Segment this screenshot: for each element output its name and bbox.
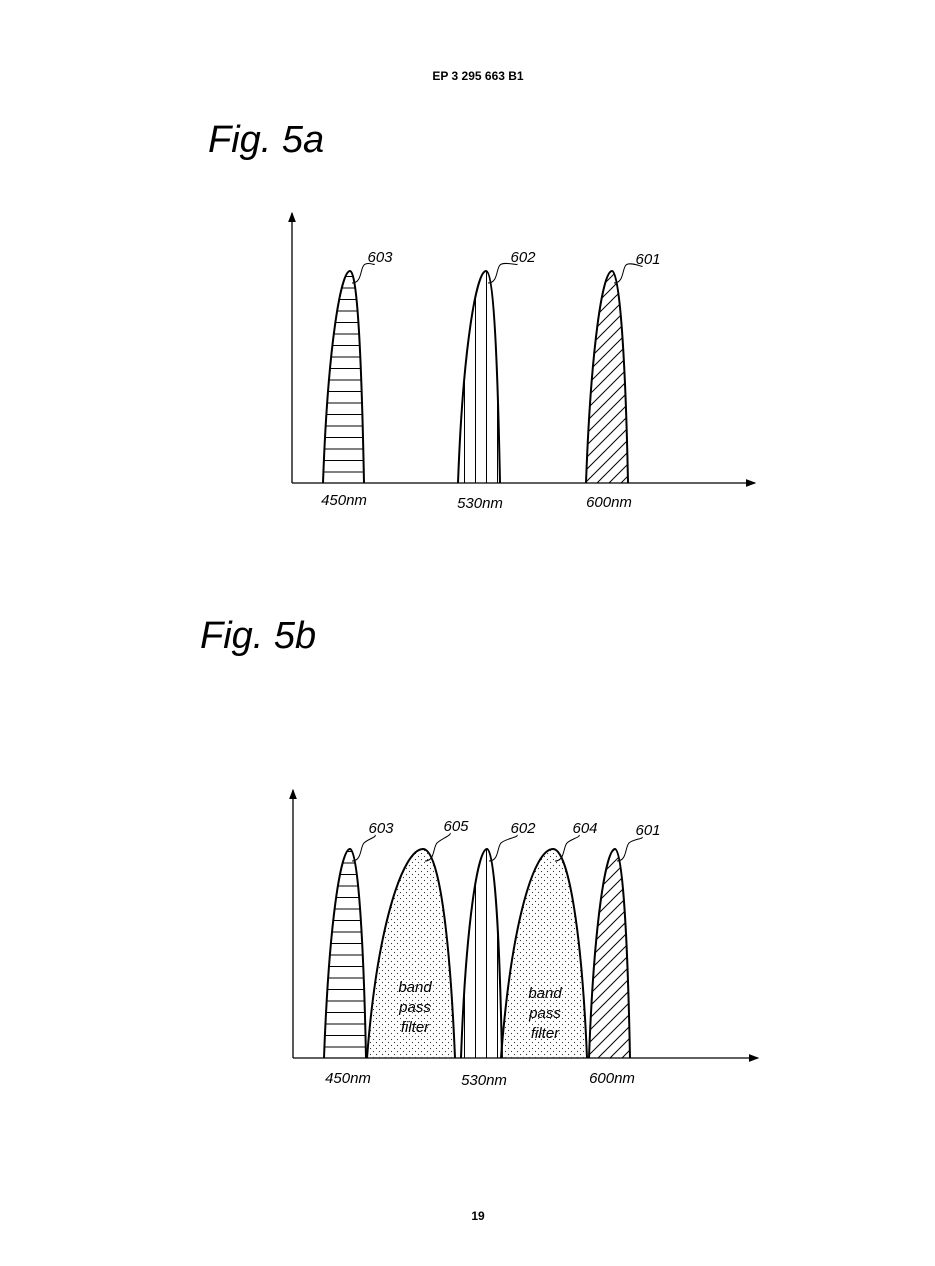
- fig-5b-title: Fig. 5b: [200, 615, 316, 657]
- peak-fill-604: [501, 849, 587, 1058]
- leader-line-601: [616, 836, 643, 862]
- wavelength-tick-600nm: 600nm: [589, 1070, 635, 1087]
- peak-curve-602: [457, 269, 501, 484]
- reference-numeral-602: 602: [510, 249, 536, 266]
- peak-curve-602: [460, 847, 503, 1059]
- wavelength-tick-450nm: 450nm: [321, 492, 367, 509]
- leader-line-605: [424, 832, 451, 862]
- reference-numeral-602: 602: [510, 820, 536, 837]
- band-pass-filter-label: band: [528, 985, 562, 1002]
- peak-curve-603: [323, 847, 367, 1059]
- peak-curve-601: [585, 269, 629, 484]
- reference-numeral-603: 603: [368, 820, 394, 837]
- publication-number: EP 3 295 663 B1: [432, 69, 524, 83]
- wavelength-tick-600nm: 600nm: [586, 494, 632, 511]
- reference-numeral-605: 605: [443, 818, 469, 835]
- reference-numeral-604: 604: [572, 820, 597, 837]
- leader-line-604: [554, 834, 580, 862]
- fig-5a-title: Fig. 5a: [208, 119, 324, 161]
- wavelength-tick-530nm: 530nm: [461, 1072, 507, 1089]
- reference-numeral-601: 601: [635, 822, 660, 839]
- leader-line-603: [351, 262, 375, 284]
- leader-line-602: [488, 834, 518, 862]
- reference-numeral-603: 603: [367, 249, 393, 266]
- fig-5b-chart: 603 605 band pass filter 602 604 band pass filter…: [289, 788, 760, 1089]
- peak-fill-605: [367, 849, 455, 1058]
- band-pass-filter-label: filter: [401, 1019, 430, 1036]
- peak-fill-603: [324, 849, 366, 1058]
- peak-fill-603: [323, 271, 364, 483]
- band-pass-filter-label: band: [398, 979, 432, 996]
- band-pass-filter-label: filter: [531, 1025, 560, 1042]
- wavelength-tick-530nm: 530nm: [457, 495, 503, 512]
- reference-numeral-601: 601: [635, 251, 660, 268]
- peak-fill-602: [461, 849, 502, 1058]
- leader-line-602: [487, 262, 518, 284]
- peak-fill-601: [589, 849, 630, 1058]
- wavelength-tick-450nm: 450nm: [325, 1070, 371, 1087]
- band-pass-filter-label: pass: [398, 999, 431, 1016]
- peak-fill-602: [458, 271, 500, 483]
- peak-fill-601: [586, 271, 628, 483]
- peak-curve-601: [588, 847, 631, 1059]
- page-number: 19: [471, 1209, 485, 1223]
- peak-curve-605: [366, 847, 456, 1059]
- leader-line-601: [613, 263, 643, 284]
- peak-curve-604: [500, 847, 588, 1059]
- fig-5a-chart: 603 602 601 450nm 530nm 600nm: [288, 211, 757, 512]
- band-pass-filter-label: pass: [528, 1005, 561, 1022]
- leader-line-603: [351, 834, 376, 862]
- peak-curve-603: [322, 269, 365, 484]
